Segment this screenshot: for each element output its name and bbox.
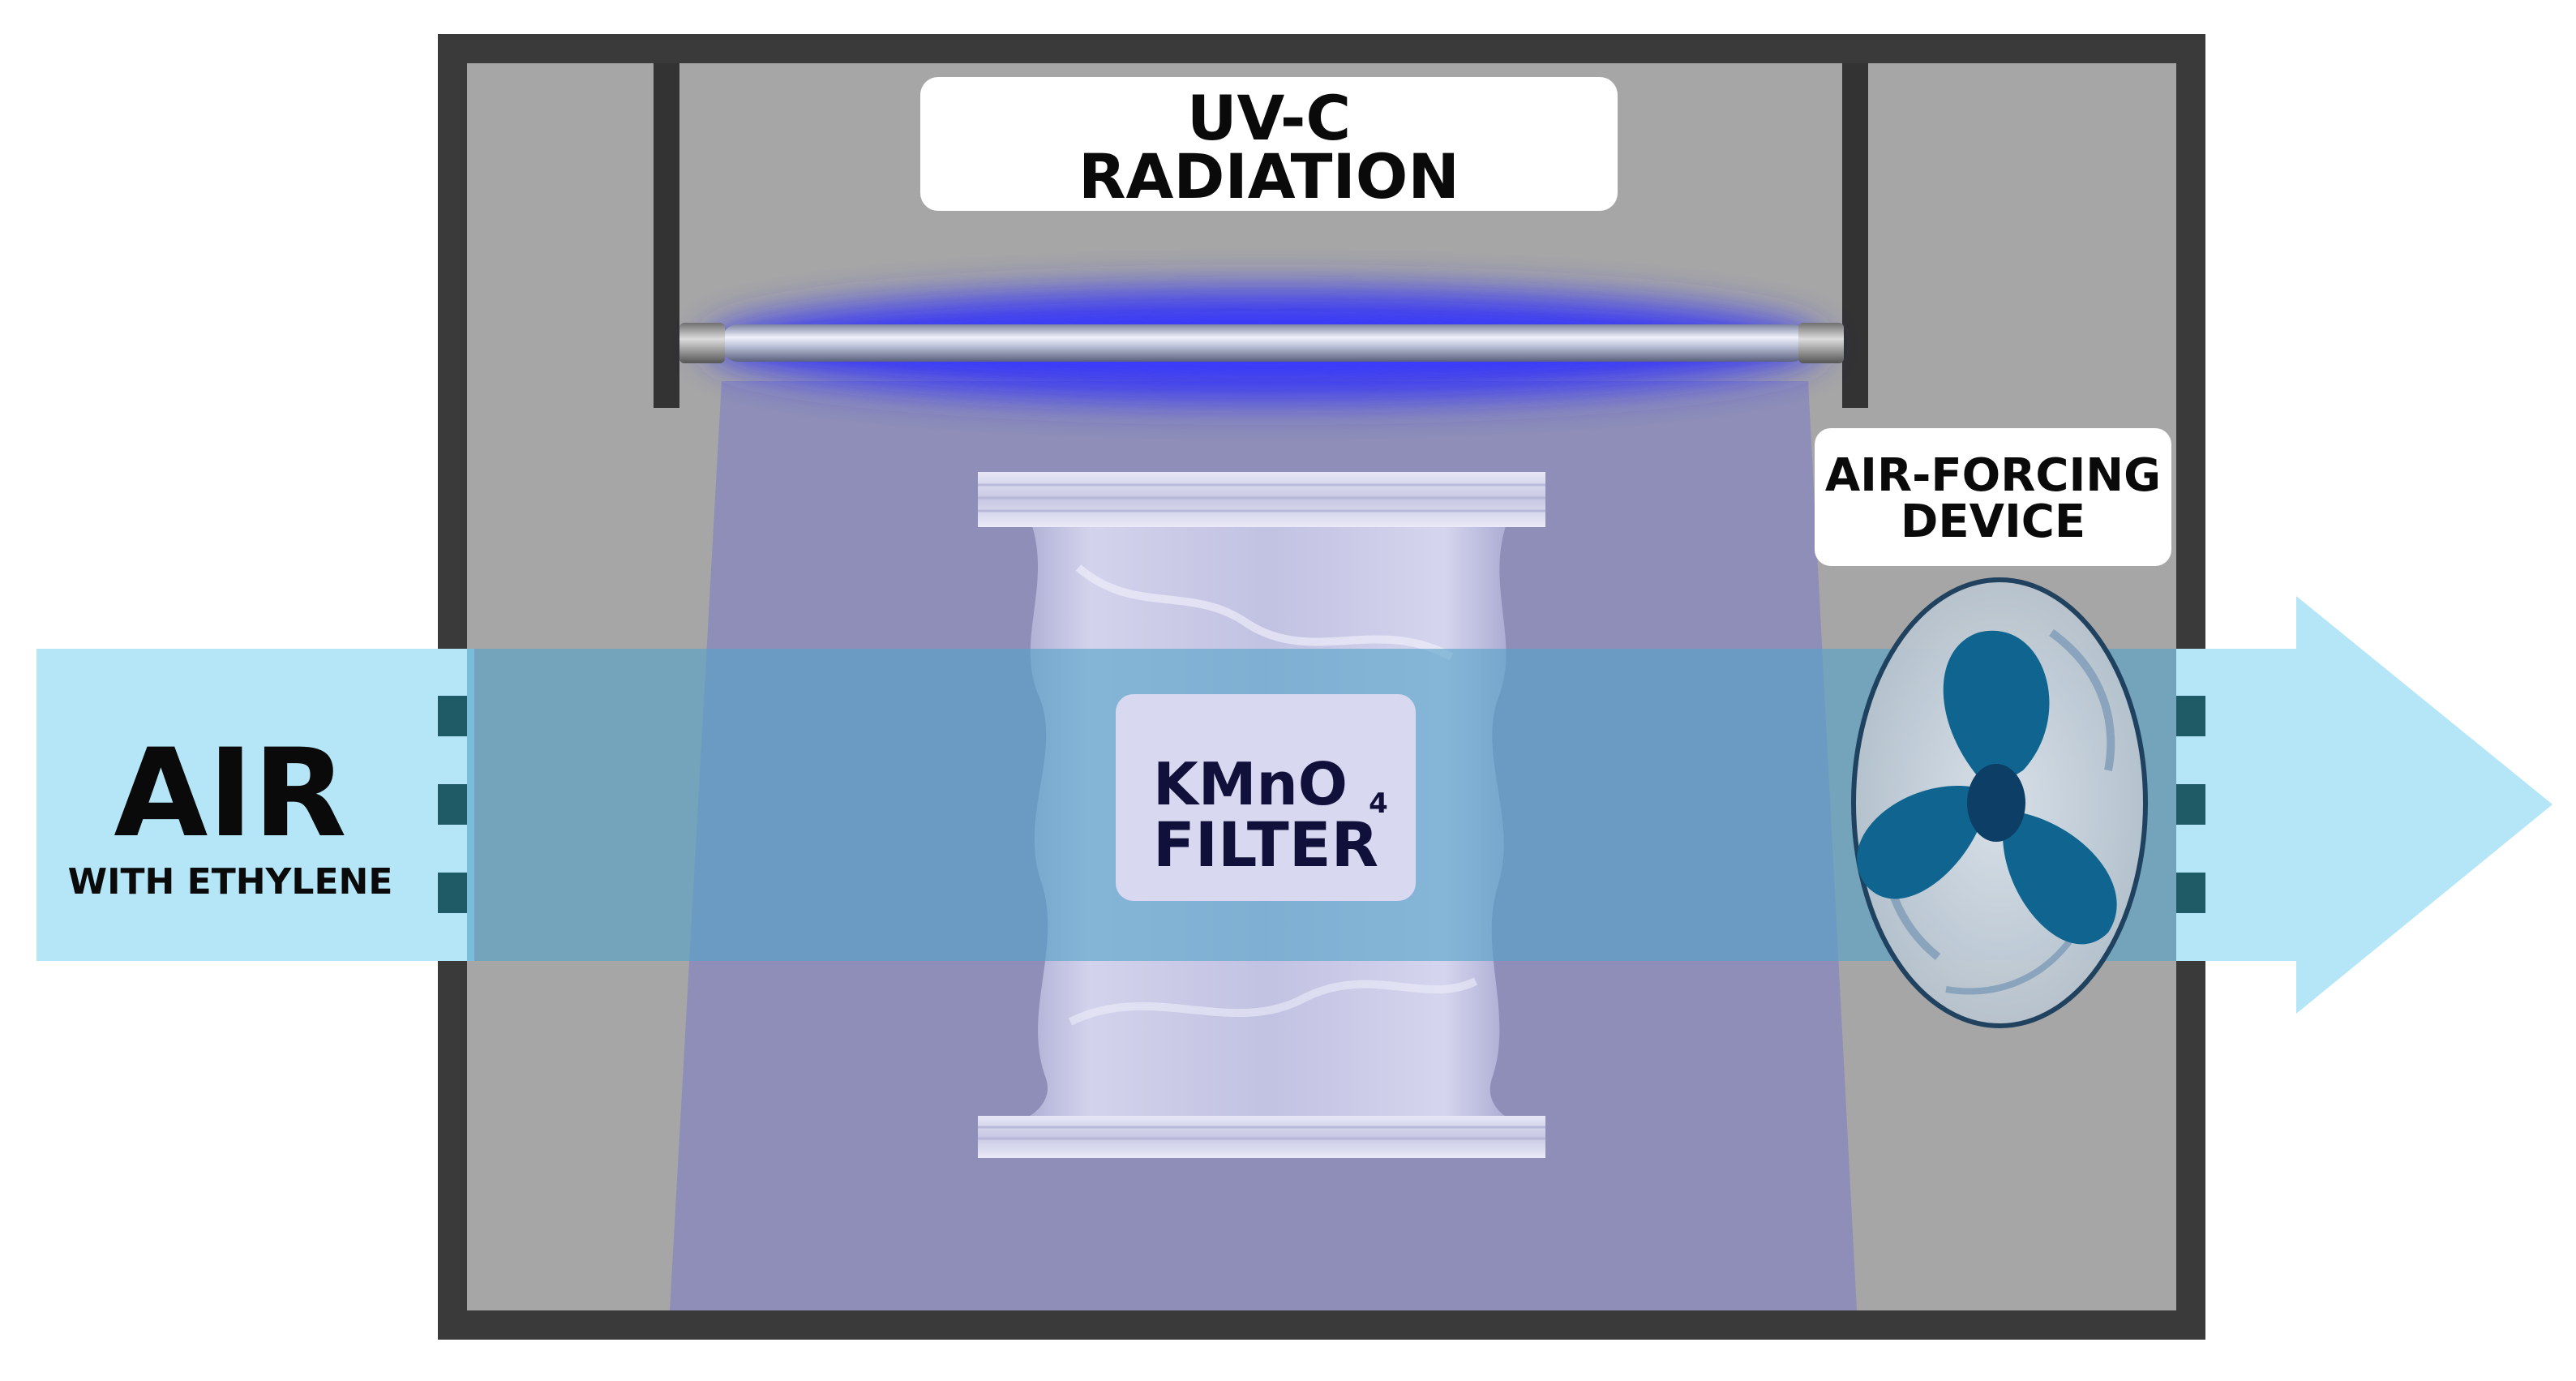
fan-label-line1: AIR-FORCING xyxy=(1825,449,2161,502)
air-label-main: AIR xyxy=(114,723,346,864)
bag-seal-bottom xyxy=(978,1116,1545,1158)
fan-blade-right xyxy=(2003,811,2117,945)
uv-label-line2: RADIATION xyxy=(1078,140,1459,212)
filter-formula-base: KMnO xyxy=(1153,750,1348,818)
airflow-arrow-head xyxy=(2176,596,2552,1014)
lamp-bracket-right xyxy=(1842,63,1868,408)
fan-label: AIR-FORCING DEVICE xyxy=(1815,428,2171,566)
lamp-cap-right xyxy=(1798,323,1844,363)
uv-label: UV-C RADIATION xyxy=(920,77,1618,212)
fan-hub xyxy=(1967,764,2025,842)
filter-label: KMnO 4 FILTER xyxy=(1116,694,1416,901)
filter-label-line2: FILTER xyxy=(1153,808,1378,881)
fan-blade-left xyxy=(1857,786,1982,899)
filter-formula-subscript: 4 xyxy=(1369,787,1388,820)
air-label: AIR WITH ETHYLENE xyxy=(68,723,393,903)
fan-icon xyxy=(1851,577,2148,1028)
uv-label-line1: UV-C xyxy=(1187,82,1351,154)
fan-blade-top xyxy=(1943,630,2050,791)
filter-formula: KMnO xyxy=(1153,750,1348,818)
vent-slots-right xyxy=(2176,696,2205,913)
airflow-inlet xyxy=(36,649,474,961)
uv-lamp-tube xyxy=(722,324,1808,362)
lamp-bracket-left xyxy=(654,63,679,408)
air-label-sub: WITH ETHYLENE xyxy=(68,861,393,903)
bag-seal-top xyxy=(978,472,1545,527)
fan-label-line2: DEVICE xyxy=(1901,495,2085,548)
vent-slots-left xyxy=(438,696,467,913)
lamp-cap-left xyxy=(679,323,725,363)
